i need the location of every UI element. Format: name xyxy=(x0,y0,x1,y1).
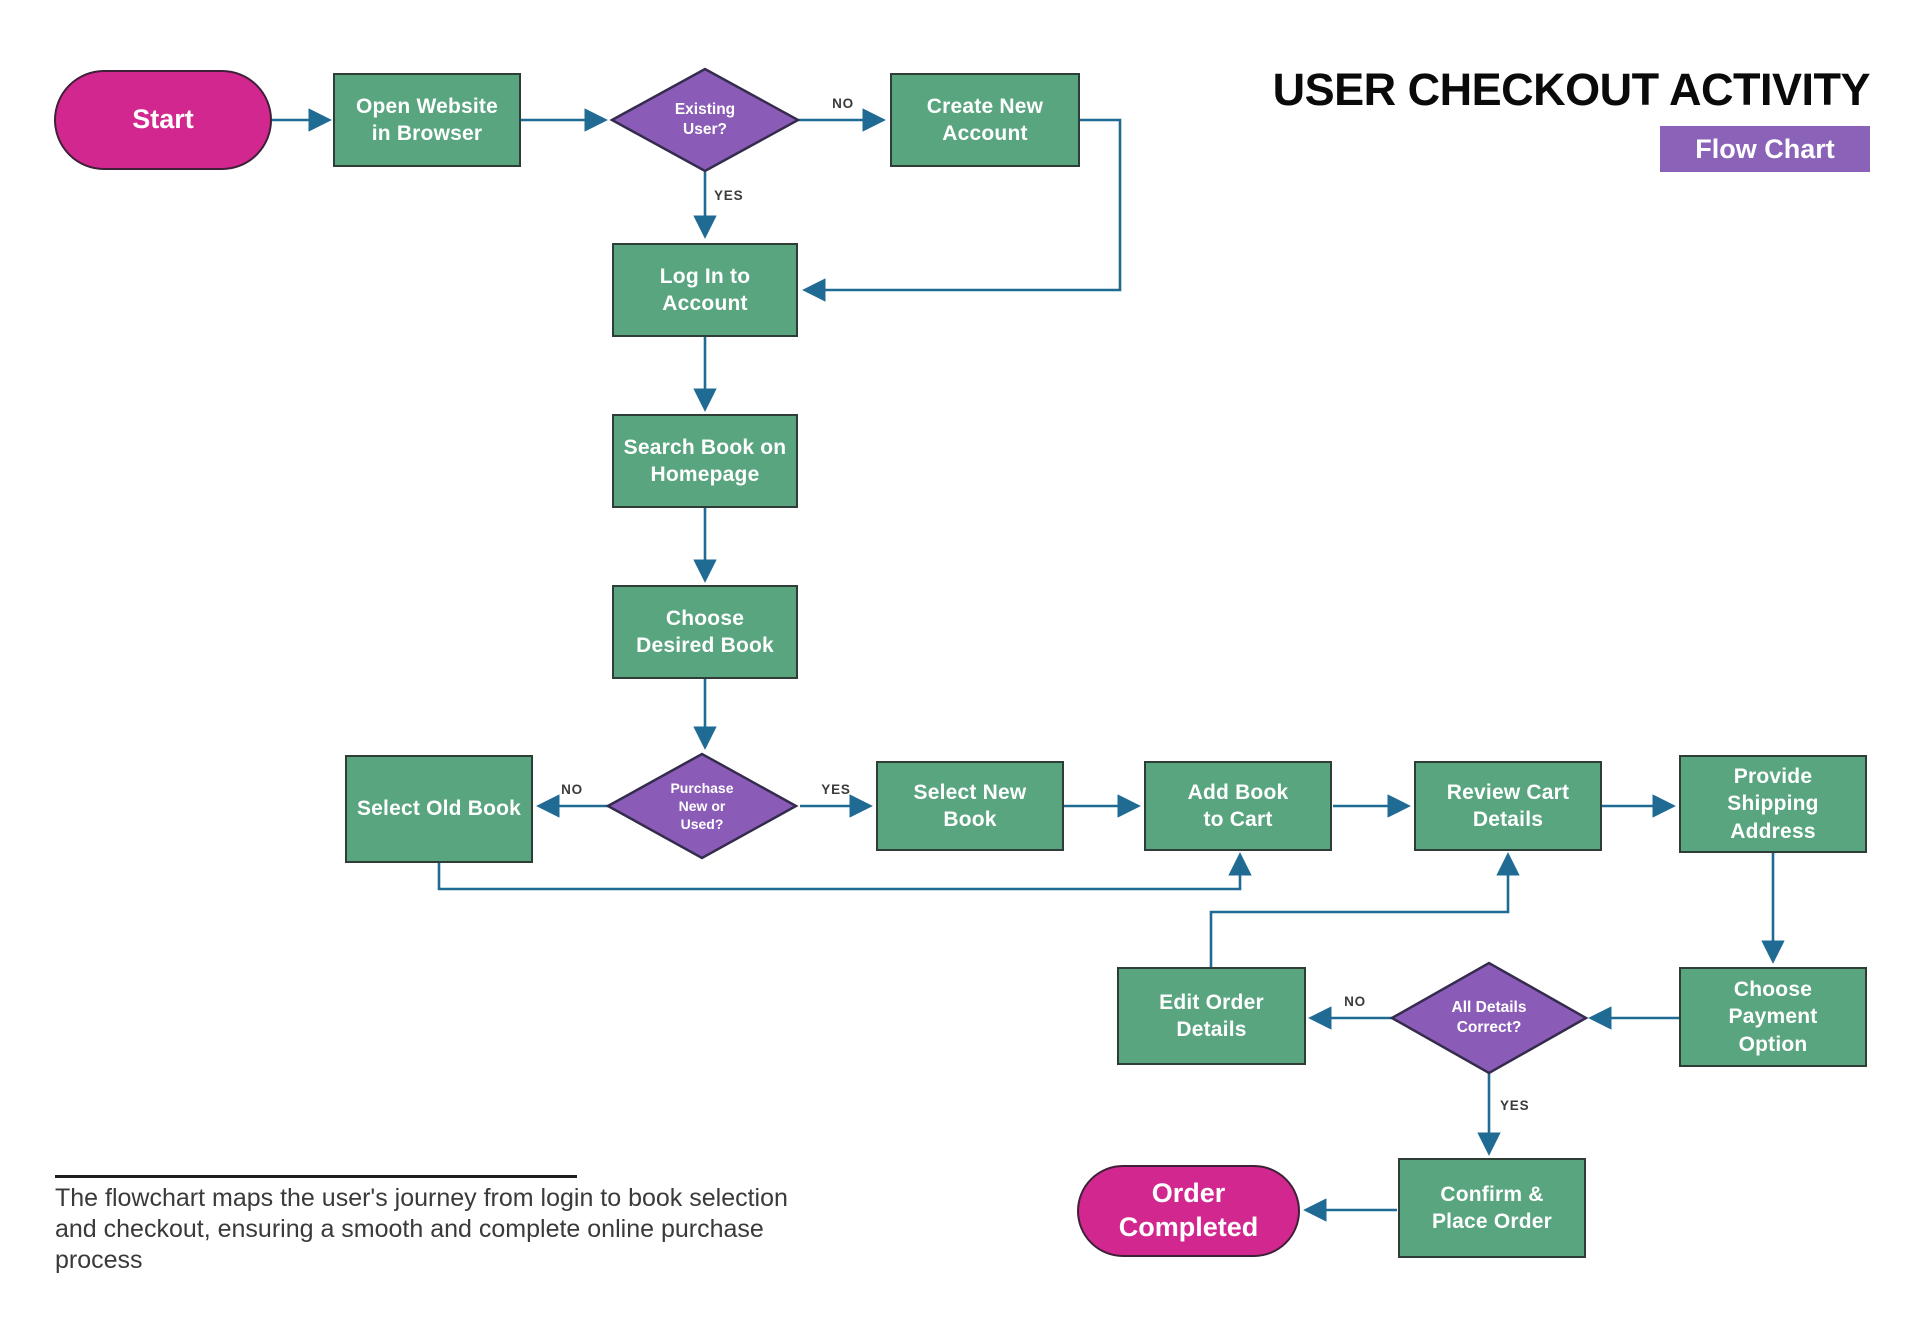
node-login: Log In to Account xyxy=(612,243,798,337)
node-select-new: Select New Book xyxy=(876,761,1064,851)
node-search-book: Search Book on Homepage xyxy=(612,414,798,508)
node-review-cart: Review Cart Details xyxy=(1414,761,1602,851)
edge-label-details-yes: YES xyxy=(1500,1098,1530,1113)
node-open-website: Open Website in Browser xyxy=(333,73,521,167)
node-create-account: Create New Account xyxy=(890,73,1080,167)
node-confirm-order: Confirm & Place Order xyxy=(1398,1158,1586,1258)
node-start: Start xyxy=(54,70,272,170)
caption-rule xyxy=(55,1175,577,1178)
page-title: USER CHECKOUT ACTIVITY xyxy=(1272,64,1871,115)
node-shipping: Provide Shipping Address xyxy=(1679,755,1867,853)
edge-label-details-no: NO xyxy=(1344,994,1366,1009)
node-existing-user: Existing User? xyxy=(674,100,736,138)
caption-text: The flowchart maps the user's journey fr… xyxy=(55,1184,788,1274)
edge-label-purchase-no: NO xyxy=(561,782,583,797)
decision-shapes xyxy=(605,67,1589,1075)
edge-lines xyxy=(272,108,1785,1222)
node-choose-book: Choose Desired Book xyxy=(612,585,798,679)
edge-label-existing-yes: YES xyxy=(714,188,744,203)
node-payment: Choose Payment Option xyxy=(1679,967,1867,1067)
node-details-correct: All Details Correct? xyxy=(1451,998,1527,1036)
node-add-cart: Add Book to Cart xyxy=(1144,761,1332,851)
node-select-old: Select Old Book xyxy=(345,755,533,863)
node-completed: Order Completed xyxy=(1077,1165,1300,1257)
edge-label-purchase-yes: YES xyxy=(821,782,851,797)
edge-label-existing-no: NO xyxy=(832,96,854,111)
node-purchase-type: Purchase New or Used? xyxy=(670,779,734,833)
flow-chart-badge: Flow Chart xyxy=(1660,126,1870,172)
node-edit-order: Edit Order Details xyxy=(1117,967,1306,1065)
